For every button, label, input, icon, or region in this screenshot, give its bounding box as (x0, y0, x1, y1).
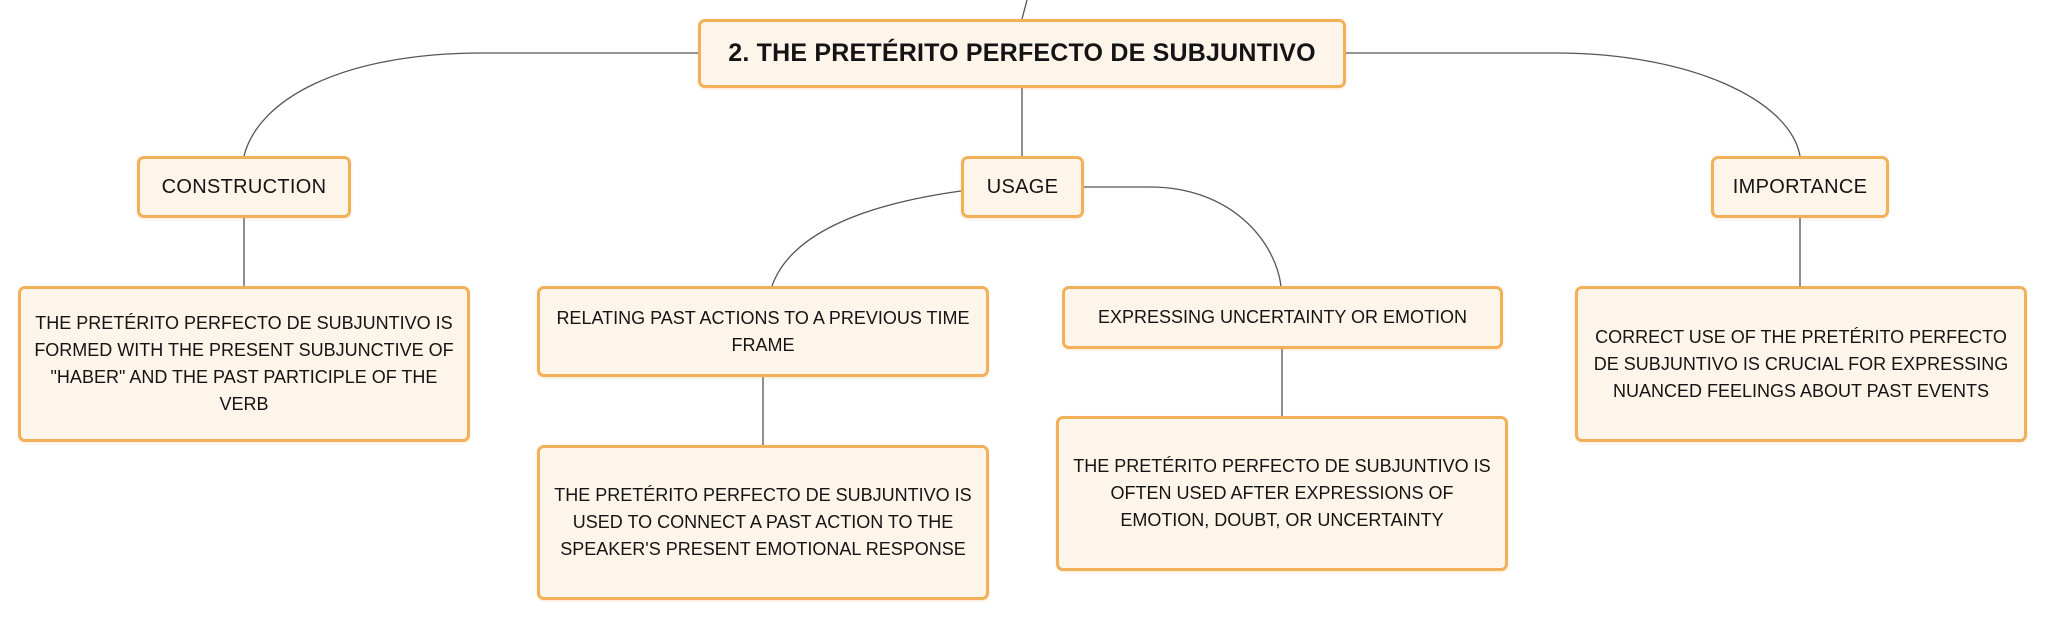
relating-past-actions-detail-text: THE PRETÉRITO PERFECTO DE SUBJUNTIVO IS … (554, 485, 972, 559)
expressing-uncertainty-detail-node[interactable]: THE PRETÉRITO PERFECTO DE SUBJUNTIVO IS … (1056, 416, 1508, 571)
connector-root-to-construction (243, 52, 698, 157)
importance-detail-node[interactable]: CORRECT USE OF THE PRETÉRITO PERFECTO DE… (1575, 286, 2027, 442)
expressing-uncertainty-label: EXPRESSING UNCERTAINTY OR EMOTION (1097, 307, 1468, 327)
connector-root-to-importance (1346, 52, 1801, 157)
importance-node[interactable]: IMPORTANCE (1711, 156, 1889, 218)
relating-past-actions-node[interactable]: RELATING PAST ACTIONS TO A PREVIOUS TIME… (537, 286, 989, 377)
construction-detail-node[interactable]: THE PRETÉRITO PERFECTO DE SUBJUNTIVO IS … (18, 286, 470, 442)
relating-past-actions-label: RELATING PAST ACTIONS TO A PREVIOUS TIME… (556, 307, 970, 355)
importance-detail-text: CORRECT USE OF THE PRETÉRITO PERFECTO DE… (1593, 326, 2009, 401)
construction-node[interactable]: CONSTRUCTION (137, 156, 351, 218)
connector-parent-to-root (1021, 0, 1028, 20)
relating-past-actions-detail-node[interactable]: THE PRETÉRITO PERFECTO DE SUBJUNTIVO IS … (537, 445, 989, 600)
expressing-uncertainty-detail-text: THE PRETÉRITO PERFECTO DE SUBJUNTIVO IS … (1073, 456, 1491, 530)
usage-label: USAGE (986, 175, 1059, 198)
construction-detail-text: THE PRETÉRITO PERFECTO DE SUBJUNTIVO IS … (34, 313, 454, 414)
construction-label: CONSTRUCTION (161, 175, 327, 198)
connector-usage-to-expressing (1084, 186, 1282, 287)
expressing-uncertainty-node[interactable]: EXPRESSING UNCERTAINTY OR EMOTION (1062, 286, 1503, 349)
usage-node[interactable]: USAGE (961, 156, 1084, 218)
importance-label: IMPORTANCE (1732, 175, 1868, 198)
root-title: 2. THE PRETÉRITO PERFECTO DE SUBJUNTIVO (728, 39, 1316, 67)
root-node[interactable]: 2. THE PRETÉRITO PERFECTO DE SUBJUNTIVO (698, 19, 1346, 88)
connector-usage-to-relating (771, 190, 962, 287)
